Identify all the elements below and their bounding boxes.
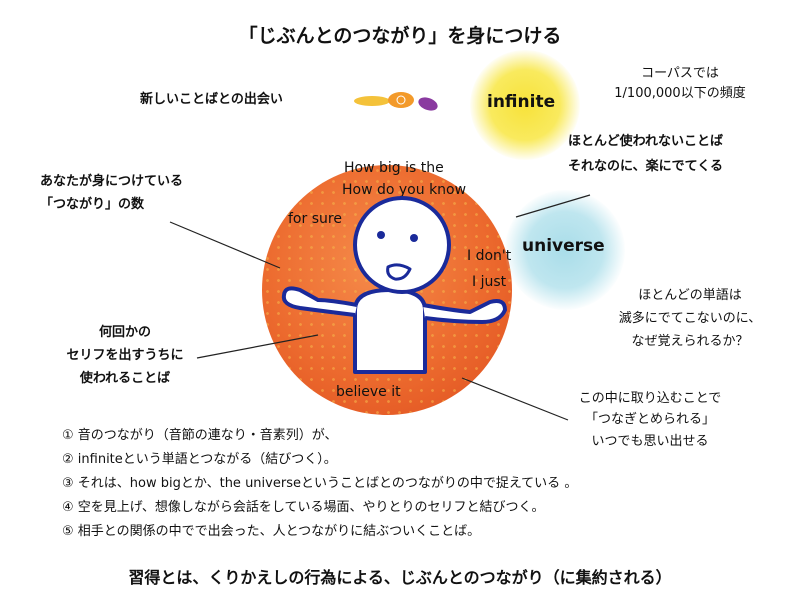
corpus-note-line: コーパスでは [641,66,719,81]
pointer-line [461,377,569,421]
why-note-line: 滅多にでてこないのに、 [618,310,762,326]
word-universe: universe [522,236,605,256]
universe-glow [505,190,625,310]
phrase: for sure [288,211,342,227]
corpus-note: コーパスでは 1/100,000以下の頻度 [600,64,760,103]
why-note: ほとんどの単語は 滅多にでてこないのに、 なぜ覚えられるか？ [590,285,790,353]
pointer-line [515,194,591,218]
word-infinite: infinite [487,92,556,112]
list-item: ③ それは、how bigとか、the universeということばとのつながり… [62,476,578,491]
connections-note-line: あなたが身につけている [40,174,184,189]
lines-note-line: 使われることば [79,370,171,386]
phrase: How do you know [342,182,467,198]
new-encounter-label: 新しいことばとの出会い [140,92,283,107]
corpus-note-line: 1/100,000以下の頻度 [614,85,746,101]
person-figure [281,196,507,374]
list-item: ⑤ 相手との関係の中でで出会った、人とつながりに結ぶついくことば。 [62,524,481,539]
lines-note-line: 何回かの [98,325,151,340]
pointer-line [196,334,319,359]
rare-note-line: それなのに、楽にでてくる [568,158,723,174]
capture-note-line: この中に取り込むことで [578,391,722,406]
phrase: How big is the [344,160,444,176]
list-item: ① 音のつながり（音節の連なり・音素列）が、 [62,428,338,443]
connections-note-line: 「つながり」の数 [40,197,145,213]
capture-note-line: いつでも思い出せる [591,433,709,449]
phrase: I don't [467,248,512,264]
why-note-line: なぜ覚えられるか？ [631,333,749,349]
conclusion: 習得とは、くりかえしの行為による、じぶんとのつながり（に集約される） [128,568,672,587]
list-item: ④ 空を見上げ、想像しながら会話をしている場面、やりとりのセリフと結びつく。 [62,500,545,515]
pointer-line [169,221,281,269]
sound-blobs-icon [354,92,438,111]
lines-note-line: セリフを出すうちに [66,347,184,363]
page-title: 「じぶんとのつながり」を身につける [238,25,562,47]
rare-note: ほとんど使われないことば それなのに、楽にでてくる [568,130,723,179]
phrase: I just [472,274,507,290]
capture-note-line: 「つなぎとめられる」 [584,412,715,428]
connections-note: あなたが身につけている 「つながり」の数 [40,170,183,217]
infinite-glow [470,50,580,160]
capture-note: この中に取り込むことで 「つなぎとめられる」 いつでも思い出せる [545,388,755,452]
rare-note-line: ほとんど使われないことば [568,134,723,149]
why-note-line: ほとんどの単語は [638,288,742,303]
phrase: believe it [336,384,401,400]
lines-note: 何回かの セリフを出すうちに 使われることば [30,322,220,390]
list-item: ② infiniteという単語とつながる（結びつく）。 [62,452,337,467]
